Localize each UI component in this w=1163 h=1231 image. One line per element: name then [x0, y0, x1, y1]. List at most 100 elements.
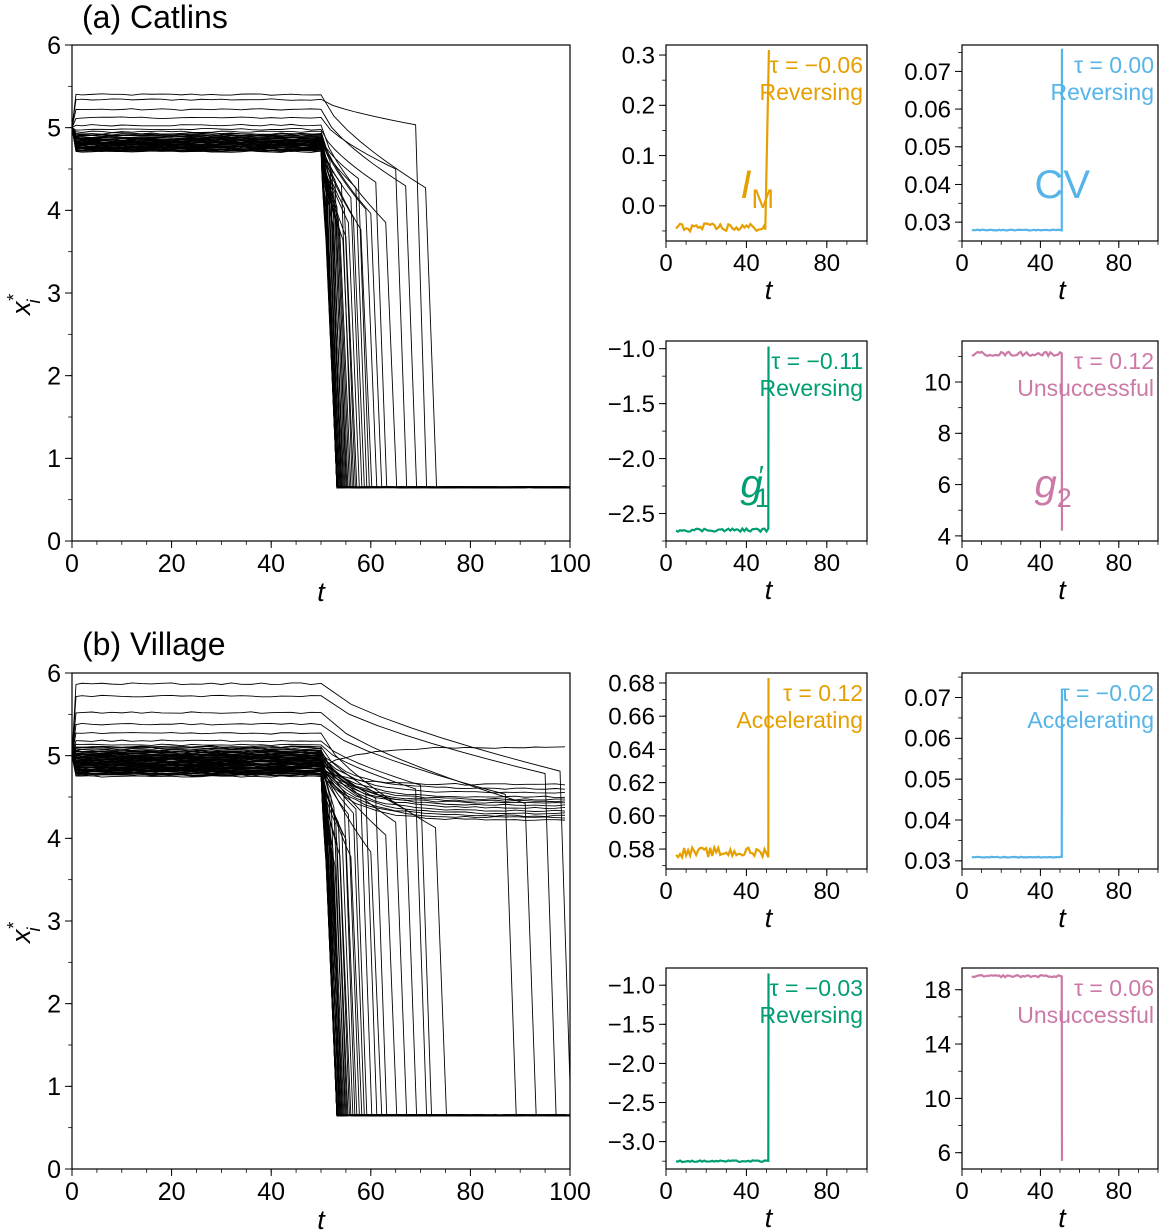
species-line-48 [72, 755, 570, 1117]
species-line-25 [72, 127, 570, 489]
y-tick-label: −2.0 [608, 1051, 655, 1078]
x-axis-label: t [1058, 1203, 1067, 1231]
y-axis-label: x*i [4, 922, 44, 946]
indicator-series-group [971, 973, 1064, 1161]
species-line-6 [72, 739, 570, 1117]
species-line-46 [72, 755, 570, 1117]
species-line-66 [72, 746, 566, 769]
y-tick-label: 0.04 [904, 172, 951, 199]
x-tick-label: 40 [1027, 550, 1054, 577]
x-tick-label: 0 [955, 878, 968, 905]
species-line-43 [72, 127, 570, 489]
species-line-39 [72, 755, 570, 1117]
tau-label: τ = 0.12 [783, 680, 863, 706]
x-tick-label: 0 [955, 1178, 968, 1205]
species-line-8 [72, 127, 570, 489]
species-line-41 [72, 755, 570, 1117]
species-line-5 [72, 732, 570, 1117]
species-line-5 [72, 123, 570, 489]
species-line-77 [72, 755, 566, 815]
y-tick-label: −2.0 [608, 446, 655, 473]
series-group [72, 93, 570, 489]
y-tick-label: 14 [924, 1031, 951, 1058]
y-tick-label: 4 [938, 523, 951, 550]
species-line-36 [72, 127, 570, 489]
species-line-50 [72, 755, 570, 1117]
x-tick-label: 60 [357, 1178, 385, 1206]
trend-label: Reversing [759, 375, 863, 401]
tau-label: τ = −0.02 [1061, 680, 1155, 706]
y-tick-label: 0.68 [608, 670, 655, 697]
species-line-17 [72, 127, 570, 489]
species-line-50 [72, 127, 570, 489]
trend-label: Unsuccessful [1017, 1002, 1154, 1028]
indicator-name: g2 [1035, 462, 1072, 513]
x-tick-label: 80 [1105, 250, 1132, 277]
species-line-31 [72, 127, 570, 489]
trend-label: Reversing [1050, 79, 1154, 105]
y-tick-label: 0.1 [622, 143, 655, 170]
y-tick-label: 0.0 [622, 193, 655, 220]
x-tick-label: 40 [733, 250, 760, 277]
species-line-29 [72, 754, 570, 1117]
x-axis-label: t [765, 1203, 774, 1231]
y-tick-label: 0.06 [904, 96, 951, 123]
y-tick-label: 2 [47, 362, 61, 390]
species-line-58 [72, 755, 570, 1117]
species-line-63 [72, 755, 570, 1117]
trend-label: Accelerating [736, 707, 863, 733]
species-line-27 [72, 127, 570, 489]
species-line-70 [72, 755, 566, 799]
y-tick-label: 18 [924, 977, 951, 1004]
y-tick-label: 5 [47, 742, 61, 770]
tau-label: τ = 0.06 [1074, 975, 1154, 1001]
species-line-33 [72, 127, 570, 489]
species-line-29 [72, 127, 570, 489]
species-line-34 [72, 127, 570, 489]
indicator-series-group [675, 50, 771, 234]
species-line-38 [72, 755, 570, 1117]
species-line-3 [72, 108, 570, 489]
y-tick-label: −1.5 [608, 1012, 655, 1039]
species-line-34 [72, 755, 570, 1117]
species-line-47 [72, 127, 570, 489]
x-tick-label: 20 [158, 550, 186, 578]
y-tick-label: −2.5 [608, 1090, 655, 1117]
x-axis-label: t [317, 1205, 326, 1231]
species-line-75 [72, 755, 566, 809]
y-tick-label: 1 [47, 445, 61, 473]
indicator-line [675, 677, 770, 861]
indicator-line [971, 973, 1064, 1161]
species-line-68 [72, 751, 566, 790]
species-line-49 [72, 755, 570, 1117]
x-tick-label: 80 [1105, 550, 1132, 577]
species-line-64 [72, 755, 570, 1117]
y-tick-label: −2.5 [608, 501, 655, 528]
x-tick-label: 40 [733, 878, 760, 905]
species-line-35 [72, 127, 570, 489]
trend-label: Reversing [759, 79, 863, 105]
species-line-21 [72, 127, 570, 489]
indicator-series-group [675, 973, 770, 1164]
species-line-13 [72, 127, 570, 489]
series-group [72, 682, 570, 1117]
trend-label: Unsuccessful [1017, 375, 1154, 401]
species-line-43 [72, 747, 570, 1117]
x-axis-label: t [1058, 275, 1067, 305]
species-line-7 [72, 127, 570, 489]
y-axis-label: x*i [4, 294, 44, 318]
trend-label: Reversing [759, 1002, 863, 1028]
species-line-27 [72, 747, 570, 1117]
y-tick-label: 5 [47, 114, 61, 142]
y-tick-label: 0 [47, 528, 61, 556]
indicator-name: g′1 [740, 460, 770, 513]
indicator-line [971, 689, 1064, 859]
x-tick-label: 40 [1027, 250, 1054, 277]
x-tick-label: 100 [549, 550, 591, 578]
y-tick-label: 0.2 [622, 93, 655, 120]
species-line-60 [72, 755, 570, 1117]
species-line-26 [72, 127, 570, 489]
